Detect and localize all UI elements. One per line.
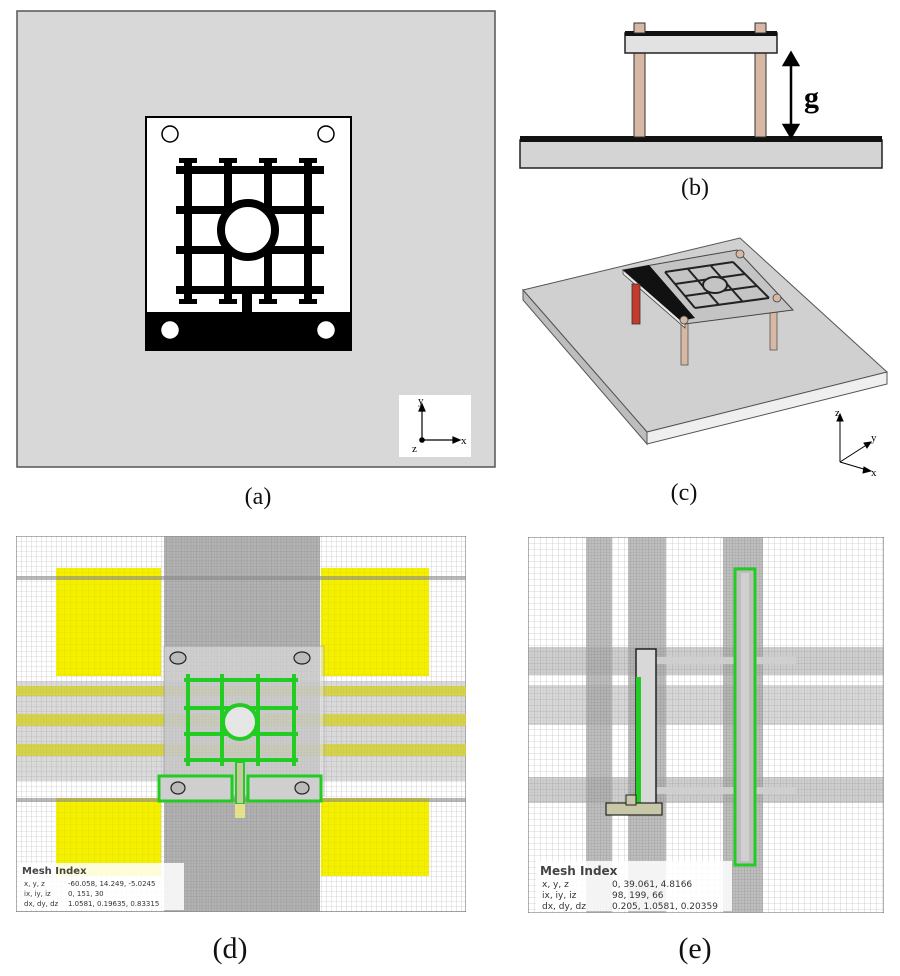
gap-arrow [781,50,801,140]
mesh-row-key: dx, dy, dz [542,902,586,912]
axis-label-y: y [418,395,424,407]
xyz-axes-3d-icon [836,412,873,474]
axis-label-x: x [871,467,877,479]
axis-label-z: z [835,407,840,419]
panel-c-3d-view: z y x [522,237,889,479]
ground-bar [146,312,351,350]
grid-patch-3d [664,261,770,309]
mesh-row-key: ix, iy, iz [24,890,51,898]
axis-label-x: x [461,435,467,447]
caption-a: (a) [244,484,272,510]
mesh-row-key: x, y, z [24,880,45,888]
panel-e-mesh-side: Mesh Index x, y, z 0, 39.061, 4.8166 ix,… [528,537,884,913]
gap-label: g [804,81,819,114]
green-grid-patch [184,674,298,766]
mesh-row-value: 1.0581, 0.19635, 0.83315 [68,900,159,908]
caption-d: (d) [212,932,248,965]
mesh-row-value: 98, 199, 66 [612,891,664,901]
mesh-row-value: 0, 151, 30 [68,890,104,898]
mesh-row-key: x, y, z [542,880,569,890]
mesh-row-key: ix, iy, iz [542,891,577,901]
caption-b: (b) [681,175,709,201]
ground-bar-left [157,774,234,803]
panel-d-mesh-top: Mesh Index x, y, z -60.058, 14.249, -5.0… [16,536,466,912]
feed-line [242,292,252,314]
center-ring [217,199,279,261]
mesh-row-value: -60.058, 14.249, -5.0245 [68,880,155,888]
mesh-index-title: Mesh Index [540,864,618,878]
mesh-row-key: dx, dy, dz [24,900,59,908]
caption-e: (e) [678,932,712,965]
mesh-index-box [536,861,732,911]
feed-line-mesh [235,761,245,805]
axis-label-z: z [412,443,417,455]
mesh-index-box [18,863,184,910]
panel-b-side-view: g [519,22,883,169]
panel-a-top-view: y x z [16,10,496,468]
xyz-axes-icon [418,402,462,444]
caption-c: (c) [670,480,698,506]
ground-bar-right [246,774,323,803]
mesh-row-value: 0.205, 1.0581, 0.20359 [612,902,718,912]
axis-label-y: y [871,432,877,444]
mesh-row-value: 0, 39.061, 4.8166 [612,880,692,890]
mesh-index-title: Mesh Index [22,866,87,877]
